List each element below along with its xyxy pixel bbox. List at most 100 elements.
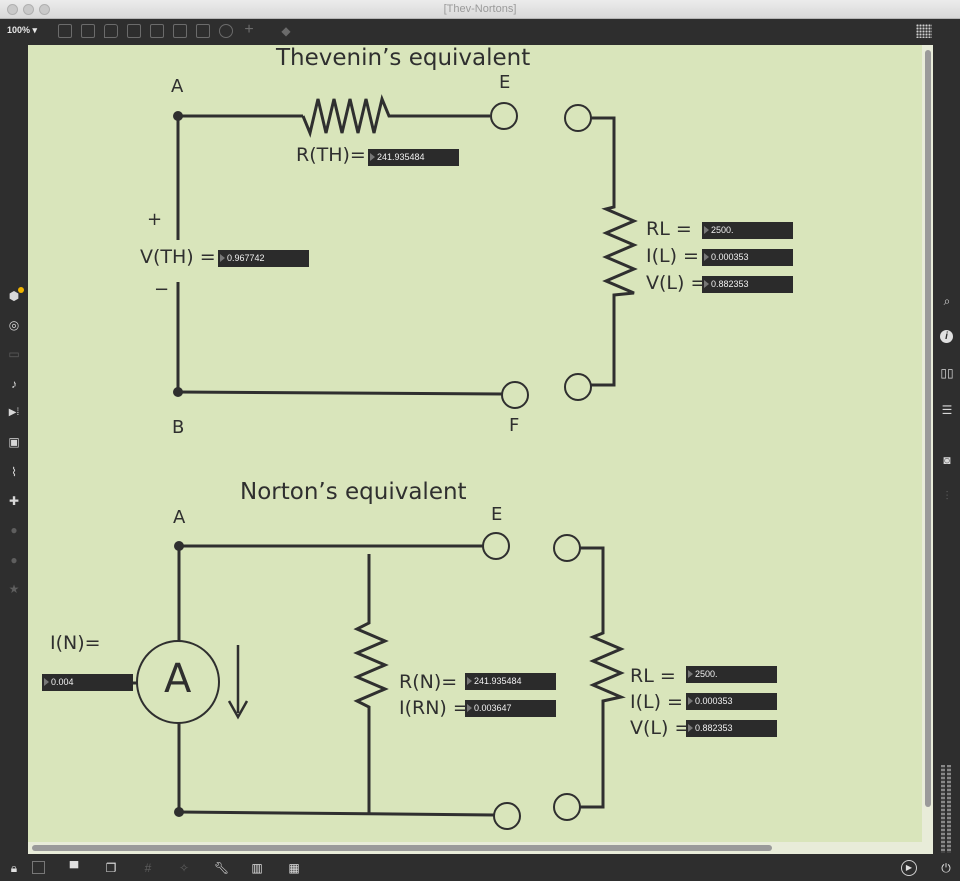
norton-rn-label: R(N)= [399, 671, 458, 693]
target-icon[interactable]: ◎ [8, 318, 20, 332]
add-object-icon[interactable]: + [244, 21, 254, 38]
thevenin-node-a-label: A [171, 76, 184, 97]
norton-node-e-label: E [491, 504, 503, 525]
image-icon[interactable]: ▣ [8, 435, 20, 449]
toggle-box-icon[interactable] [127, 24, 141, 38]
presentation-icon[interactable]: ▭ [8, 347, 20, 361]
thevenin-node-a-dot [173, 111, 183, 121]
norton-load-resistor [580, 546, 626, 809]
info-icon[interactable]: i [940, 330, 953, 343]
thevenin-terminal-f [501, 381, 529, 409]
power-icon[interactable]: ⏻ [941, 861, 951, 875]
zoom-level: 100% [7, 25, 31, 35]
norton-il-label: I(L) = [630, 691, 683, 713]
thevenin-node-f-label: F [509, 415, 520, 436]
left-sidebar: ⬢ ◎ ▭ ♪ ▶⁞ ▣ ⌇ ✚ ● ● ★ [0, 45, 28, 855]
list-icon[interactable]: ☰ [941, 403, 953, 417]
p-circle-icon[interactable]: ● [10, 523, 18, 537]
comment-icon[interactable] [104, 24, 118, 38]
thevenin-load-resistor [591, 116, 638, 387]
grid-toggle-icon[interactable] [916, 24, 932, 38]
norton-rl-numbox[interactable]: 2500. [686, 666, 777, 683]
thevenin-load-terminal-bottom [564, 373, 592, 401]
button-object-icon[interactable] [150, 24, 164, 38]
thevenin-rl-numbox[interactable]: 2500. [702, 222, 793, 239]
thevenin-bottom-wire [177, 390, 504, 396]
norton-rn-numbox[interactable]: 241.935484 [465, 673, 556, 690]
sequencer-icon[interactable]: ▶⁞ [8, 407, 20, 418]
dial-icon[interactable] [219, 24, 233, 38]
windows-icon[interactable]: ❐ [105, 861, 117, 875]
thevenin-rth-resistor [301, 94, 490, 138]
minimize-window-button[interactable] [23, 4, 34, 15]
zoom-menu[interactable]: 100% ▾ [7, 25, 38, 35]
norton-il-numbox[interactable]: 0.000353 [686, 693, 777, 710]
thevenin-rth-label: R(TH)= [296, 144, 366, 166]
thevenin-plus-label: + [147, 209, 163, 230]
norton-node-a-dot [174, 541, 184, 551]
plug-icon[interactable]: ✚ [8, 494, 20, 508]
package-icon[interactable]: ⬢ [7, 287, 24, 303]
presentation-icon[interactable]: ▀ [69, 861, 79, 875]
norton-vl-label: V(L) = [630, 717, 691, 739]
music-note-icon[interactable]: ♪ [11, 377, 17, 391]
norton-in-label: I(N)= [50, 632, 101, 654]
b-circle-icon[interactable]: ● [10, 553, 18, 567]
norton-rl-label: RL = [630, 665, 676, 687]
thevenin-il-label: I(L) = [646, 245, 699, 267]
play-circle-icon[interactable]: ▶ [901, 860, 917, 876]
bottom-toolbar: 🔒︎ ▀ ❐ # ✧ 🔧︎ ▥ ▦ ▶ ⏻ [0, 855, 960, 881]
norton-node-a-label: A [173, 507, 186, 528]
norton-load-terminal-top [553, 534, 581, 562]
paperclip-icon[interactable]: ⌇ [11, 465, 17, 479]
zoom-window-button[interactable] [39, 4, 50, 15]
new-object-icon[interactable] [58, 24, 72, 38]
norton-current-arrow-head [227, 700, 249, 720]
title-bar: [Thev-Nortons] [0, 0, 960, 19]
thevenin-vl-numbox[interactable]: 0.882353 [702, 276, 793, 293]
window-title: [Thev-Nortons] [443, 3, 517, 15]
norton-node-b-dot [174, 807, 184, 817]
norton-irn-label: I(RN) = [399, 697, 469, 719]
piano-icon[interactable]: ▥ [251, 861, 263, 875]
thevenin-minus-label: − [154, 279, 170, 300]
top-toolbar: 100% ▾ + ◆ [0, 19, 960, 45]
paint-bucket-icon[interactable]: ◆ [281, 24, 291, 38]
mixer-icon[interactable]: ⫶ [945, 489, 949, 503]
keyboard-icon[interactable]: ▦ [288, 861, 300, 875]
horizontal-scrollbar-thumb[interactable] [32, 845, 772, 851]
vertical-scrollbar-thumb[interactable] [925, 50, 931, 807]
thevenin-rth-numbox[interactable]: 241.935484 [368, 149, 459, 166]
edit-icon[interactable] [32, 861, 45, 874]
thevenin-node-e-label: E [499, 72, 511, 93]
close-window-button[interactable] [7, 4, 18, 15]
camera-icon[interactable]: ◙ [943, 453, 951, 467]
norton-vl-numbox[interactable]: 0.882353 [686, 720, 777, 737]
norton-ammeter [136, 640, 220, 724]
search-icon[interactable]: ⌕ [943, 294, 951, 308]
right-sidebar: ⌕ i ▯▯ ☰ ◙ ⫶ [933, 45, 960, 855]
wrench-icon[interactable]: 🔧︎ [214, 861, 230, 875]
star-icon[interactable]: ★ [8, 582, 20, 596]
norton-irn-numbox[interactable]: 0.003647 [465, 700, 556, 717]
grid-icon[interactable]: # [144, 861, 152, 875]
patcher-canvas[interactable]: Thevenin’s equivalent A E B F + − R(TH)=… [28, 45, 922, 842]
norton-bottom-wire [178, 810, 495, 817]
circuit-diagram [124, 94, 638, 830]
message-box-icon[interactable] [81, 24, 95, 38]
thevenin-terminal-e [490, 102, 518, 130]
lock-icon[interactable]: 🔒︎ [10, 861, 18, 875]
thevenin-load-terminal-top [564, 104, 592, 132]
magic-icon[interactable]: ✧ [178, 861, 190, 875]
book-icon[interactable]: ▯▯ [940, 366, 954, 380]
number-box-icon[interactable] [173, 24, 187, 38]
thevenin-rl-label: RL = [646, 218, 692, 240]
thevenin-title: Thevenin’s equivalent [276, 45, 531, 71]
norton-load-terminal-bottom [553, 793, 581, 821]
norton-in-numbox[interactable]: 0.004 [42, 674, 133, 691]
thevenin-vth-numbox[interactable]: 0.967742 [218, 250, 309, 267]
slider-icon[interactable] [196, 24, 210, 38]
thevenin-il-numbox[interactable]: 0.000353 [702, 249, 793, 266]
norton-terminal-e [482, 532, 510, 560]
